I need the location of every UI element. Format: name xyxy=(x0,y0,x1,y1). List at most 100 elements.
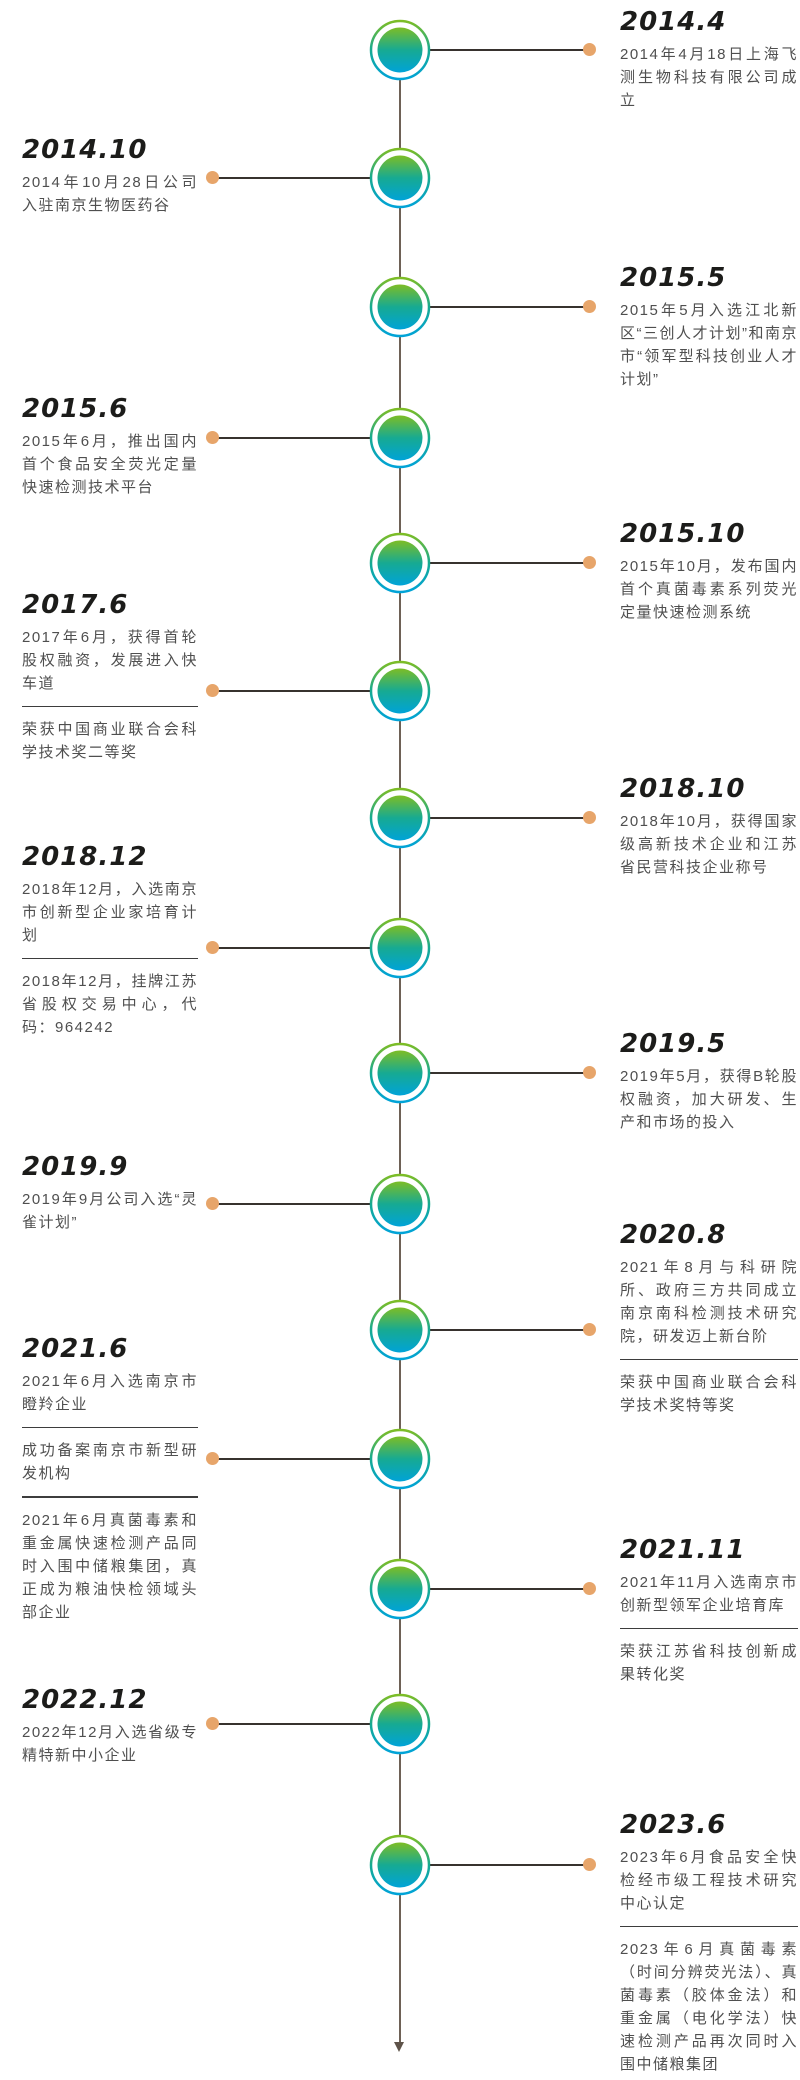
connector-dot-icon xyxy=(206,684,219,697)
connector-dot-icon xyxy=(206,1197,219,1210)
entry-paragraph: 2014年4月18日上海飞测生物科技有限公司成立 xyxy=(620,45,798,109)
timeline-node-icon xyxy=(369,1693,431,1755)
connector-line xyxy=(218,690,400,692)
entry-paragraph: 2021年6月真菌毒素和重金属快速检测产品同时入围中储粮集团，真正成为粮油快检领… xyxy=(22,1511,198,1621)
entry-paragraph: 2023年6月真菌毒素（时间分辨荧光法）、真菌毒素（胶体金法）和重金属（电化学法… xyxy=(620,1941,798,2074)
connector-dot-icon xyxy=(583,43,596,56)
timeline-entry: 2014.4 2014年4月18日上海飞测生物科技有限公司成立 xyxy=(620,8,798,112)
connector-dot-icon xyxy=(583,300,596,313)
connector-line xyxy=(400,1072,584,1074)
entry-date: 2022.12 xyxy=(22,1685,148,1715)
timeline-node-icon xyxy=(369,917,431,979)
connector-line xyxy=(400,306,584,308)
entry-paragraph: 2019年5月，获得B轮股权融资，加大研发、生产和市场的投入 xyxy=(620,1067,798,1131)
entry-divider xyxy=(22,1426,198,1429)
entry-divider xyxy=(22,1496,198,1498)
entry-date: 2014.4 xyxy=(620,7,727,37)
connector-dot-icon xyxy=(206,431,219,444)
entry-date: 2017.6 xyxy=(22,590,129,620)
entry-date: 2023.6 xyxy=(620,1810,727,1840)
entry-divider xyxy=(620,1358,798,1361)
connector-line xyxy=(218,1203,400,1205)
connector-dot-icon xyxy=(583,1582,596,1595)
timeline-entry: 2014.10 2014年10月28日公司入驻南京生物医药谷 xyxy=(22,136,198,217)
timeline-node-icon xyxy=(369,1042,431,1104)
entry-paragraph: 2015年10月，发布国内首个真菌毒素系列荧光定量快速检测系统 xyxy=(620,557,798,621)
entry-date: 2014.10 xyxy=(22,135,148,165)
entry-date: 2015.10 xyxy=(620,519,746,549)
entry-date: 2018.12 xyxy=(22,842,148,872)
arrow-down-icon xyxy=(394,2042,404,2052)
entry-paragraph: 荣获江苏省科技创新成果转化奖 xyxy=(620,1643,798,1684)
connector-dot-icon xyxy=(206,941,219,954)
timeline-node-icon xyxy=(369,660,431,722)
entry-date: 2020.8 xyxy=(620,1220,727,1250)
timeline-entry: 2019.9 2019年9月公司入选“灵雀计划” xyxy=(22,1153,198,1234)
entry-date: 2021.6 xyxy=(22,1334,129,1364)
connector-dot-icon xyxy=(583,1858,596,1871)
timeline-entry: 2023.6 2023年6月食品安全快检经市级工程技术研究中心认定 2023年6月真… xyxy=(620,1811,798,2076)
entry-paragraph: 2018年12月，入选南京市创新型企业家培育计划 xyxy=(22,880,198,944)
connector-line xyxy=(400,817,584,819)
timeline-entry: 2015.10 2015年10月，发布国内首个真菌毒素系列荧光定量快速检测系统 xyxy=(620,520,798,624)
entry-paragraph: 荣获中国商业联合会科学技术奖二等奖 xyxy=(22,721,198,762)
timeline-node-icon xyxy=(369,787,431,849)
timeline-node-icon xyxy=(369,407,431,469)
entry-divider xyxy=(22,705,198,708)
timeline-node-icon xyxy=(369,1558,431,1620)
connector-line xyxy=(218,437,400,439)
connector-line xyxy=(400,49,584,51)
entry-paragraph: 2023年6月食品安全快检经市级工程技术研究中心认定 xyxy=(620,1848,798,1912)
connector-dot-icon xyxy=(206,171,219,184)
connector-line xyxy=(218,947,400,949)
entry-paragraph: 2014年10月28日公司入驻南京生物医药谷 xyxy=(22,173,198,214)
connector-dot-icon xyxy=(583,1323,596,1336)
timeline-node-icon xyxy=(369,1428,431,1490)
entry-paragraph: 2021年11月入选南京市创新型领军企业培育库 xyxy=(620,1573,798,1614)
timeline-entry: 2021.11 2021年11月入选南京市创新型领军企业培育库荣获江苏省科技创新成… xyxy=(620,1536,798,1686)
timeline-node-icon xyxy=(369,532,431,594)
entry-paragraph: 2021年6月入选南京市瞪羚企业 xyxy=(22,1372,198,1413)
connector-dot-icon xyxy=(583,1066,596,1079)
timeline-node-icon xyxy=(369,1173,431,1235)
connector-line xyxy=(218,1458,400,1460)
connector-dot-icon xyxy=(206,1717,219,1730)
entry-divider xyxy=(620,1925,798,1928)
timeline-entry: 2017.6 2017年6月，获得首轮股权融资，发展进入快车道荣获中国商业联合会科… xyxy=(22,591,198,764)
entry-paragraph: 2021年8月与科研院所、政府三方共同成立南京南科检测技术研究院，研发迈上新台阶 xyxy=(620,1258,798,1345)
connector-line xyxy=(218,1723,400,1725)
timeline-node-icon xyxy=(369,1299,431,1361)
connector-dot-icon xyxy=(206,1452,219,1465)
connector-line xyxy=(218,177,400,179)
entry-paragraph: 2018年10月，获得国家级高新技术企业和江苏省民营科技企业称号 xyxy=(620,812,798,876)
timeline-node-icon xyxy=(369,276,431,338)
timeline-node-icon xyxy=(369,147,431,209)
entry-paragraph: 2015年6月，推出国内首个食品安全荧光定量快速检测技术平台 xyxy=(22,432,198,496)
entry-date: 2015.6 xyxy=(22,394,129,424)
connector-line xyxy=(400,1864,584,1866)
entry-divider xyxy=(22,957,198,960)
connector-line xyxy=(400,1588,584,1590)
entry-divider xyxy=(620,1627,798,1630)
entry-paragraph: 荣获中国商业联合会科学技术奖特等奖 xyxy=(620,1374,798,1415)
entry-date: 2021.11 xyxy=(620,1535,746,1565)
entry-date: 2019.5 xyxy=(620,1029,727,1059)
entry-paragraph: 2017年6月，获得首轮股权融资，发展进入快车道 xyxy=(22,628,198,692)
connector-line xyxy=(400,562,584,564)
timeline-entry: 2020.8 2021年8月与科研院所、政府三方共同成立南京南科检测技术研究院，研… xyxy=(620,1221,798,1417)
timeline-node-icon xyxy=(369,1834,431,1896)
connector-dot-icon xyxy=(583,811,596,824)
timeline-entry: 2019.5 2019年5月，获得B轮股权融资，加大研发、生产和市场的投入 xyxy=(620,1030,798,1134)
timeline-entry: 2015.6 2015年6月，推出国内首个食品安全荧光定量快速检测技术平台 xyxy=(22,395,198,499)
connector-line xyxy=(400,1329,584,1331)
entry-paragraph: 2019年9月公司入选“灵雀计划” xyxy=(22,1190,198,1231)
entry-date: 2015.5 xyxy=(620,263,727,293)
entry-date: 2019.9 xyxy=(22,1152,129,1182)
connector-dot-icon xyxy=(583,556,596,569)
